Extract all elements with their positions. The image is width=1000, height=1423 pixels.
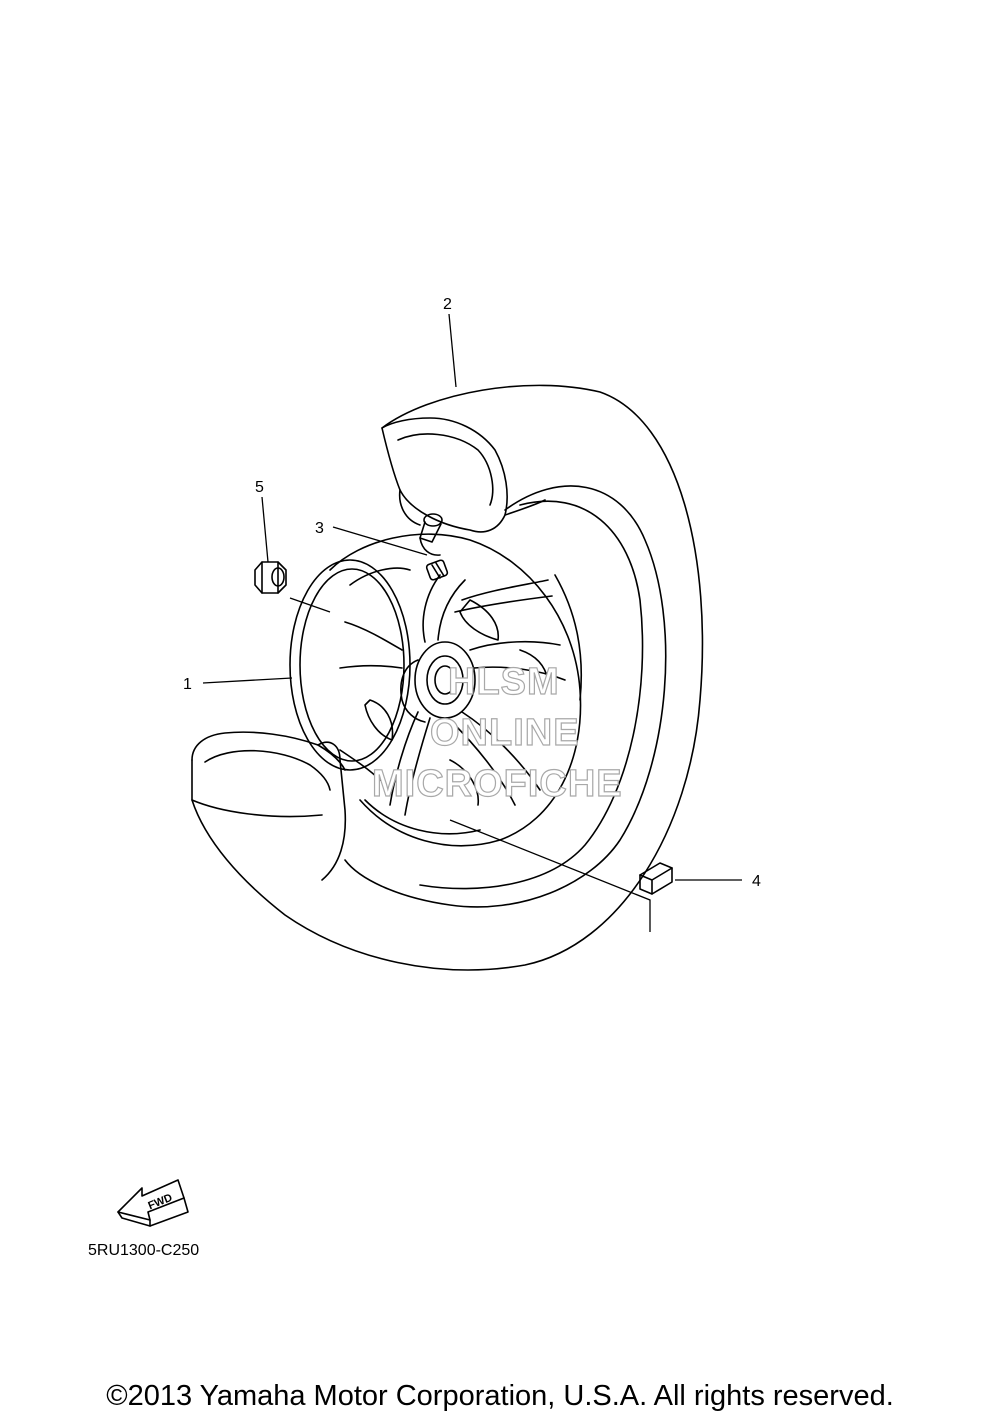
leader-line-5b: [289, 597, 331, 613]
leader-line-3: [332, 526, 428, 556]
callout-2: 2: [443, 296, 452, 313]
fwd-label: FWD: [146, 1192, 174, 1213]
fwd-arrow-icon: [117, 1179, 189, 1227]
callout-1: 1: [183, 676, 192, 693]
tire: [191, 384, 704, 971]
leader-line-2: [448, 313, 457, 388]
copyright-notice: ©2013 Yamaha Motor Corporation, U.S.A. A…: [106, 1380, 894, 1412]
nut: [254, 561, 287, 594]
watermark-line-1: HLSM: [448, 661, 560, 703]
watermark-line-3: MICROFICHE: [372, 763, 623, 805]
callout-4: 4: [752, 873, 761, 890]
callout-3: 3: [315, 520, 324, 537]
watermark: HLSM ONLINE MICROFICHE: [371, 660, 623, 805]
diagram-code: 5RU1300-C250: [88, 1242, 200, 1259]
watermark-line-2: ONLINE: [430, 712, 580, 754]
leader-line-5: [261, 496, 269, 563]
leader-line-4b: [449, 819, 651, 932]
callout-5: 5: [255, 479, 264, 496]
balance-weight: [639, 862, 673, 895]
valve-stem: [419, 513, 449, 581]
cast-wheel: [289, 533, 583, 847]
leader-line-1: [202, 677, 293, 684]
